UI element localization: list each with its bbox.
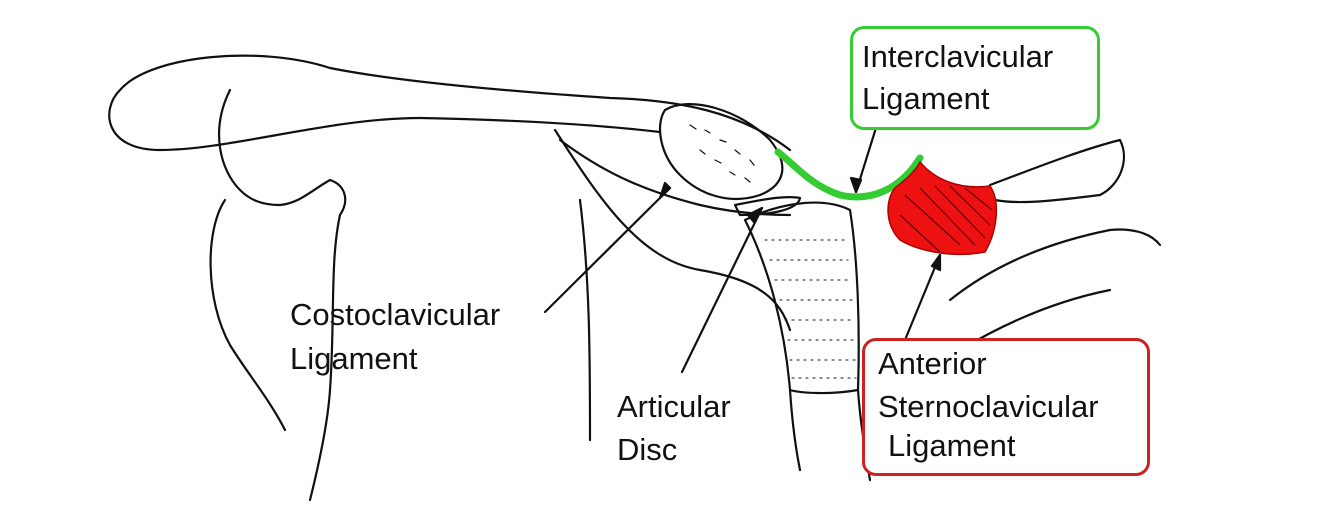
first-rib-lower	[578, 198, 592, 442]
opposite-rib	[948, 228, 1162, 302]
interclavicular-highlight	[774, 148, 924, 201]
clavicle-cancellous-texture	[689, 124, 755, 183]
scapula-edge	[308, 213, 342, 502]
costoclavicular-arrowhead	[658, 181, 672, 200]
chest-wall	[553, 128, 792, 332]
anterior-sternoclavicular-label-box	[862, 338, 1150, 476]
articular-disc-label-line1: Articular	[617, 389, 731, 424]
acromion-outline	[218, 88, 347, 217]
anterior-sternoclavicular-fibers	[899, 185, 993, 253]
sternal-body	[788, 388, 872, 482]
interclavicular-label-line1: Interclavicular	[862, 39, 1054, 74]
costoclavicular-label-line2: Ligament	[290, 341, 418, 376]
clavicle-shaft	[118, 54, 792, 152]
articular-disc-arrowhead	[746, 206, 764, 224]
clavicle-underside	[108, 88, 662, 152]
manubrium-outline	[743, 201, 860, 395]
costoclavicular-label-line1: Costoclavicular	[290, 297, 501, 332]
articular-disc-pointer	[680, 206, 764, 374]
manubrium-texture	[764, 239, 857, 379]
line-art	[108, 54, 1162, 502]
anterior-sternoclavicular-highlight	[887, 160, 998, 256]
anterior-sternoclavicular-pointer	[903, 253, 942, 342]
interclavicular-label-box	[850, 26, 1100, 130]
anterior-sternoclavicular-label-line2: Sternoclavicular	[878, 389, 1099, 424]
costoclavicular-pointer	[543, 186, 672, 314]
articular-disc-label-line2: Disc	[617, 432, 678, 467]
first-rib-upper	[558, 138, 792, 217]
interclavicular-label-line2: Ligament	[862, 81, 990, 116]
anterior-sternoclavicular-arrowhead	[930, 253, 942, 272]
anterior-sternoclavicular-label-line1: Anterior	[878, 346, 987, 381]
anterior-sternoclavicular-label-line3: Ligament	[888, 428, 1016, 463]
opposite-clavicle	[988, 138, 1125, 204]
humeral-head	[209, 198, 287, 432]
medial-clavicle-head	[658, 103, 784, 200]
interclavicular-arrowhead	[849, 176, 863, 194]
